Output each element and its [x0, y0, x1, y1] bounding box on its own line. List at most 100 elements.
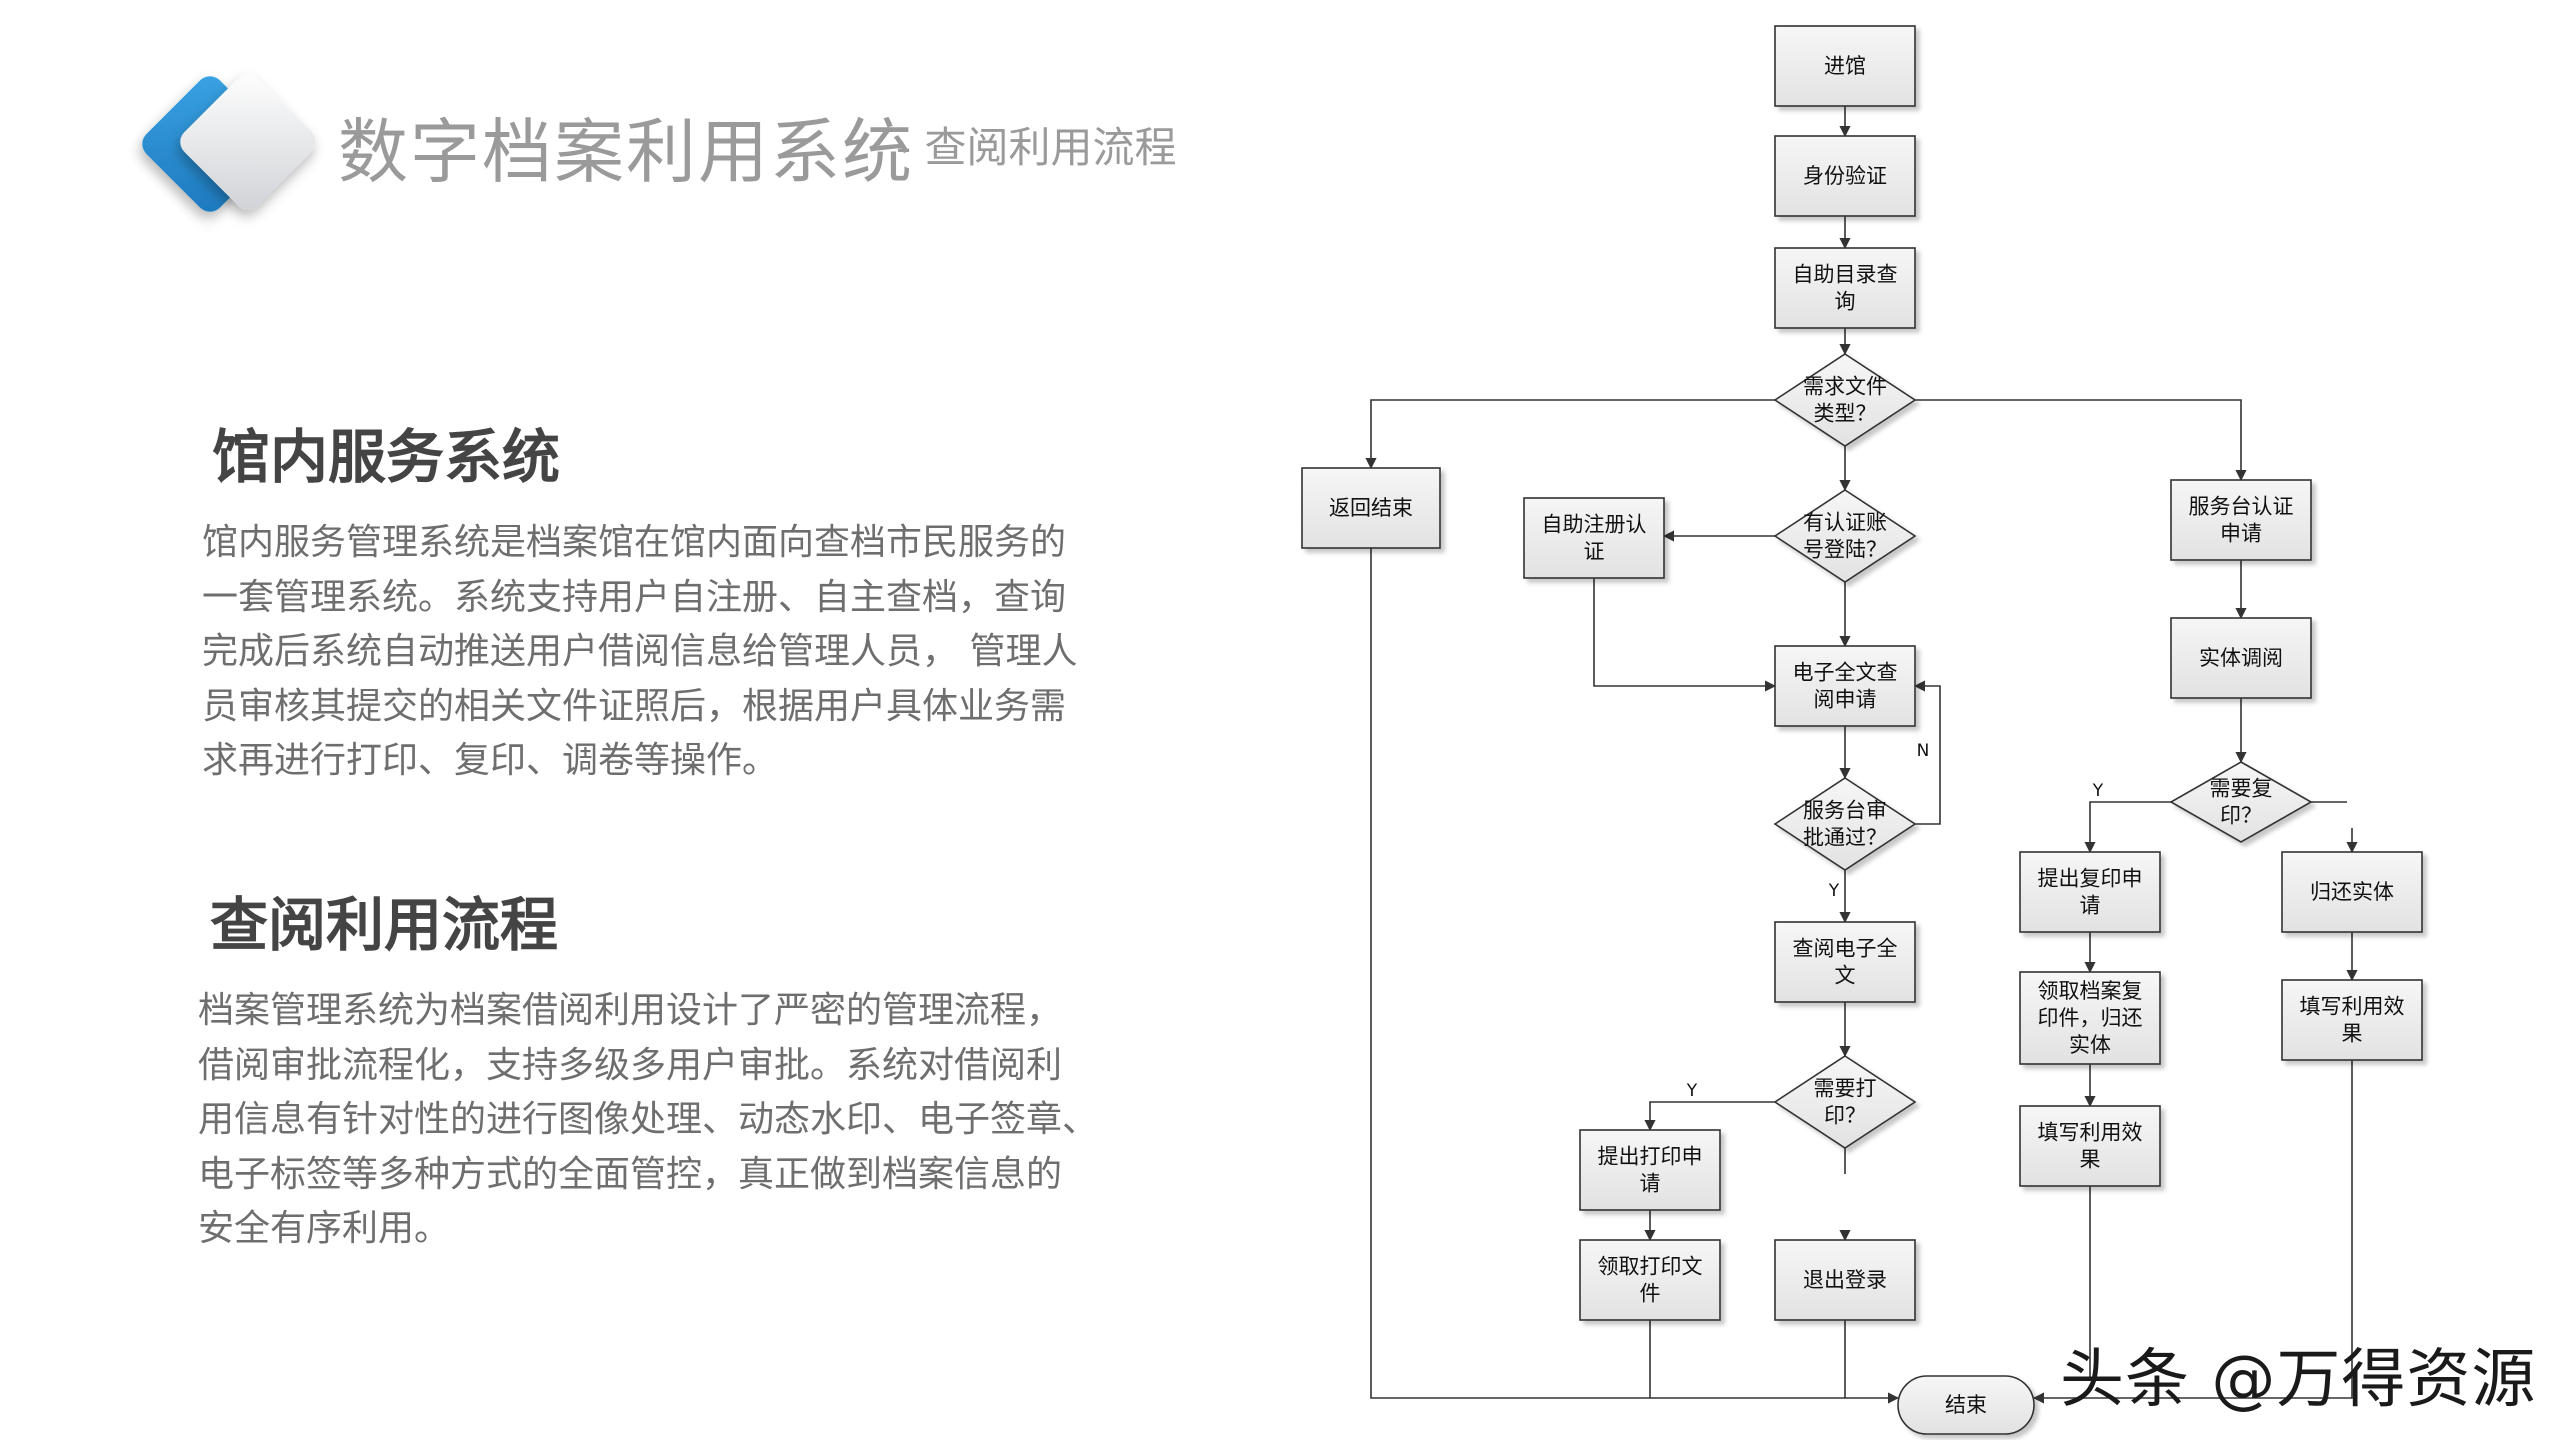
paragraph-line: 员审核其提交的相关文件证照后，根据用户具体业务需	[202, 685, 1067, 727]
node-label: 自助注册认	[1542, 513, 1647, 537]
node-label: 需要复	[2210, 777, 2273, 801]
node-box	[1774, 1239, 1916, 1321]
paragraph-line: 一套管理系统。系统支持用户自注册、自主查档，查询	[202, 576, 1067, 618]
node-label: 果	[2080, 1148, 2101, 1172]
section-paragraph-access-flow: 档案管理系统为档案借阅利用设计了严密的管理流程， 借阅审批流程化，支持多级多用户…	[198, 984, 1098, 1257]
node-label: 印？	[1824, 1104, 1866, 1128]
node-box	[2019, 851, 2161, 933]
node-label: 文	[1835, 964, 1856, 988]
node-label: 号登陆？	[1803, 538, 1887, 562]
node-box	[1523, 497, 1665, 579]
edge-label-copy-yes: Y	[2092, 781, 2104, 801]
node-label: 实体调阅	[2199, 646, 2283, 670]
node-label: 查阅电子全	[1793, 937, 1898, 961]
edge-type-return	[1365, 399, 1775, 470]
node-box	[2170, 479, 2312, 561]
decision-diamond	[1773, 353, 1917, 447]
page-title: 数字档案利用系统	[338, 111, 914, 193]
flow-node-verify: 身份验证	[1774, 135, 1916, 217]
section-heading-access-flow: 查阅利用流程	[210, 891, 559, 959]
node-label: 填写利用效	[2300, 995, 2405, 1019]
node-label: 服务台审	[1803, 799, 1887, 823]
node-label: 进馆	[1824, 54, 1866, 78]
edge-label-approve-yes: Y	[1828, 881, 1840, 901]
paragraph-line: 完成后系统自动推送用户借阅信息给管理人员， 管理人	[202, 631, 1078, 672]
edge-fillb-end	[2032, 1060, 2353, 1404]
paragraph-line: 档案管理系统为档案借阅利用设计了严密的管理流程，	[198, 990, 1063, 1031]
paragraph-line: 用信息有针对性的进行图像处理、动态水印、电子签章、	[198, 1099, 1099, 1140]
node-label: 电子全文查	[1793, 661, 1898, 685]
node-label: 果	[2342, 1022, 2363, 1046]
node-label: 印件，归还	[2038, 1006, 2143, 1030]
decision-diamond	[1773, 1055, 1917, 1149]
edge-label-print-yes: Y	[1686, 1081, 1698, 1101]
node-box	[1579, 1239, 1721, 1321]
edge-type-service	[1915, 399, 2247, 482]
node-label: 需求文件	[1803, 375, 1887, 399]
node-label: 结束	[1945, 1393, 1987, 1417]
node-box	[2019, 1105, 2161, 1187]
node-box	[1774, 921, 1916, 1003]
edge-return-end	[1370, 548, 1900, 1404]
node-box	[2281, 851, 2423, 933]
flow-node-return-physical: 归还实体	[2281, 851, 2423, 933]
node-label: 归还实体	[2310, 880, 2394, 904]
paragraph-line: 借阅审批流程化，支持多级多用户审批。系统对借阅利	[198, 1044, 1063, 1086]
edge-label-approve-no: N	[1917, 741, 1930, 761]
node-label: 请	[2080, 894, 2101, 918]
node-label: 请	[1640, 1172, 1661, 1196]
node-label: 领取打印文	[1598, 1255, 1703, 1279]
edge-copy-yes	[2084, 801, 2171, 854]
flow-node-physical: 实体调阅	[2170, 617, 2312, 699]
node-box	[1301, 467, 1441, 549]
node-box	[1774, 135, 1916, 217]
paragraph-line: 电子标签等多种方式的全面管控，真正做到档案信息的	[198, 1153, 1063, 1195]
edge-print-yes	[1644, 1101, 1775, 1132]
node-label: 实体	[2069, 1033, 2111, 1057]
flow-node-end: 结束	[1897, 1375, 2035, 1435]
node-label: 身份验证	[1803, 164, 1887, 188]
node-box	[1774, 25, 1916, 107]
decision-diamond	[1773, 777, 1917, 871]
flow-node-return-end: 返回结束	[1301, 467, 1441, 549]
node-label: 申请	[2220, 522, 2262, 546]
node-label: 提出打印申	[1598, 1145, 1703, 1169]
watermark-text: 头条 @万得资源	[2060, 1343, 2537, 1417]
node-label: 批通过？	[1803, 826, 1887, 850]
section-heading-service-system: 馆内服务系统	[212, 423, 561, 491]
node-label: 返回结束	[1329, 496, 1413, 520]
paragraph-line: 安全有序利用。	[198, 1208, 451, 1249]
section-paragraph-service-system: 馆内服务管理系统是档案馆在馆内面向查档市民服务的 一套管理系统。系统支持用户自注…	[202, 516, 1077, 789]
node-label: 件	[1640, 1282, 1661, 1306]
terminal-capsule	[1897, 1375, 2035, 1435]
flowchart-edges	[1365, 106, 2358, 1404]
node-box	[2019, 971, 2161, 1065]
node-box	[1579, 1129, 1721, 1211]
edge-approve-no	[1913, 680, 1941, 825]
node-label: 自助目录查	[1793, 263, 1898, 287]
flowchart-edge-labels: N Y Y Y	[1686, 741, 2104, 1101]
node-label: 领取档案复	[2038, 979, 2143, 1003]
paragraph-line: 求再进行打印、复印、调卷等操作。	[202, 740, 779, 781]
edge-register-request	[1593, 578, 1777, 692]
page-subtitle: - 查阅利用流程	[896, 123, 1177, 172]
decision-diamond	[2169, 761, 2313, 843]
node-label: 阅申请	[1814, 688, 1877, 712]
node-label: 退出登录	[1803, 1268, 1887, 1292]
node-label: 印？	[2220, 804, 2262, 828]
decision-diamond	[1773, 489, 1917, 583]
